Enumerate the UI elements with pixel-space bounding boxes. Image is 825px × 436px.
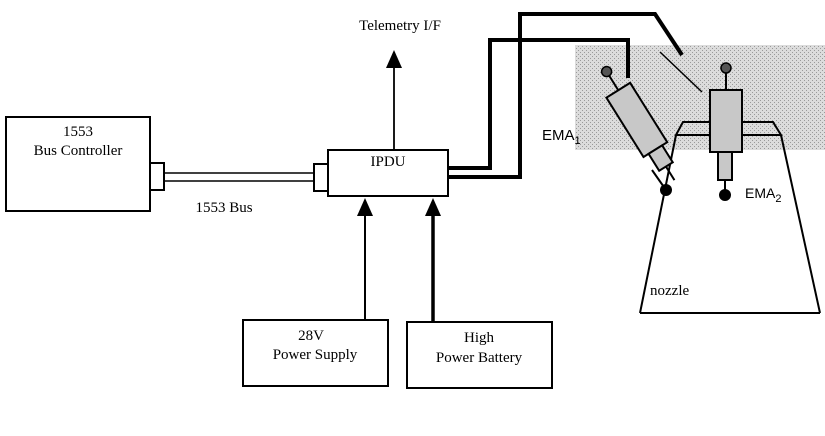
- telemetry-label: Telemetry I/F: [359, 18, 441, 34]
- ema2-actuator: [709, 62, 743, 201]
- bus-controller-block: 1553 Bus Controller: [5, 116, 165, 212]
- power-supply-arrowhead: [357, 198, 373, 216]
- ema1-actuator: [600, 65, 676, 181]
- nozzle-label: nozzle: [650, 283, 689, 299]
- bus-1553-link: 1553 Bus: [164, 172, 314, 216]
- bus-controller-connector: [149, 162, 165, 191]
- battery-label-line2: Power Battery: [436, 350, 523, 366]
- bus-label: 1553 Bus: [195, 200, 252, 216]
- battery-arrowhead: [425, 198, 441, 216]
- ema-cables: [448, 12, 703, 179]
- battery-label-line1: High: [464, 330, 495, 346]
- bus-controller-label-line1: 1553: [63, 124, 93, 140]
- telemetry-arrow: Telemetry I/F: [359, 18, 441, 150]
- power-supply-block: 28V Power Supply: [242, 198, 389, 387]
- ipdu-connector: [313, 163, 329, 192]
- ema2-label: EMA2: [745, 185, 781, 205]
- bus-controller-label-line2: Bus Controller: [34, 143, 123, 159]
- battery-block: High Power Battery: [406, 198, 553, 389]
- ema2-attach-point: [719, 189, 731, 201]
- ipdu-block: IPDU: [313, 149, 449, 197]
- power-supply-label-line1: 28V: [298, 328, 324, 344]
- ema2-rod: [717, 151, 733, 181]
- power-supply-label-line2: Power Supply: [273, 347, 358, 363]
- ipdu-label: IPDU: [370, 154, 405, 170]
- ema1-label: EMA1: [542, 127, 581, 147]
- ema2-body: [709, 89, 743, 153]
